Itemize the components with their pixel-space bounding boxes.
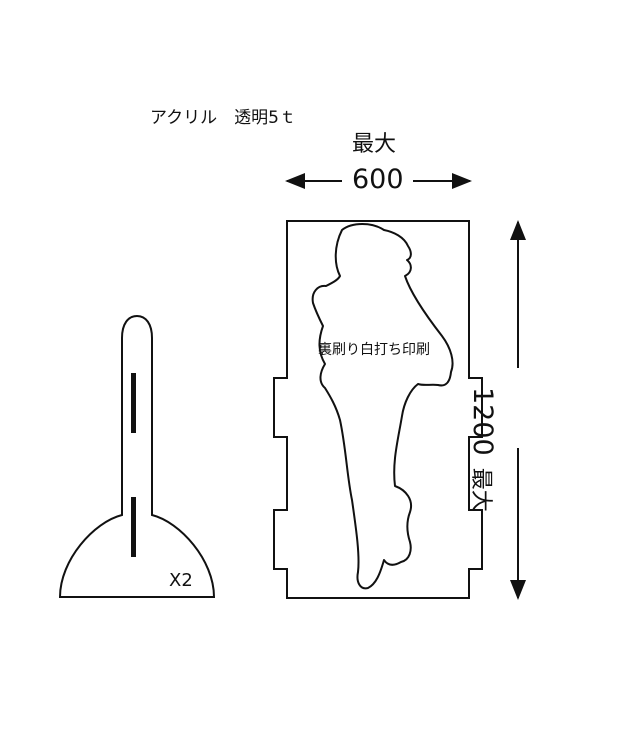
character-silhouette (311, 223, 454, 590)
quantity-label: X2 (169, 570, 193, 591)
max-width-label: 最大 (352, 132, 397, 157)
height-dimension: 1200 最大 (467, 387, 499, 512)
print-note-label: 裏刷り白打ち印刷 (318, 342, 430, 358)
stand-slot-upper (131, 373, 136, 433)
stand-base-outline (58, 314, 216, 598)
material-label: アクリル 透明5ｔ (150, 108, 296, 128)
height-value: 1200 (467, 387, 498, 456)
max-height-label: 最大 (468, 467, 493, 512)
width-value: 600 (352, 164, 404, 195)
stand-slot-lower (131, 497, 136, 557)
main-board-outline (273, 220, 483, 599)
